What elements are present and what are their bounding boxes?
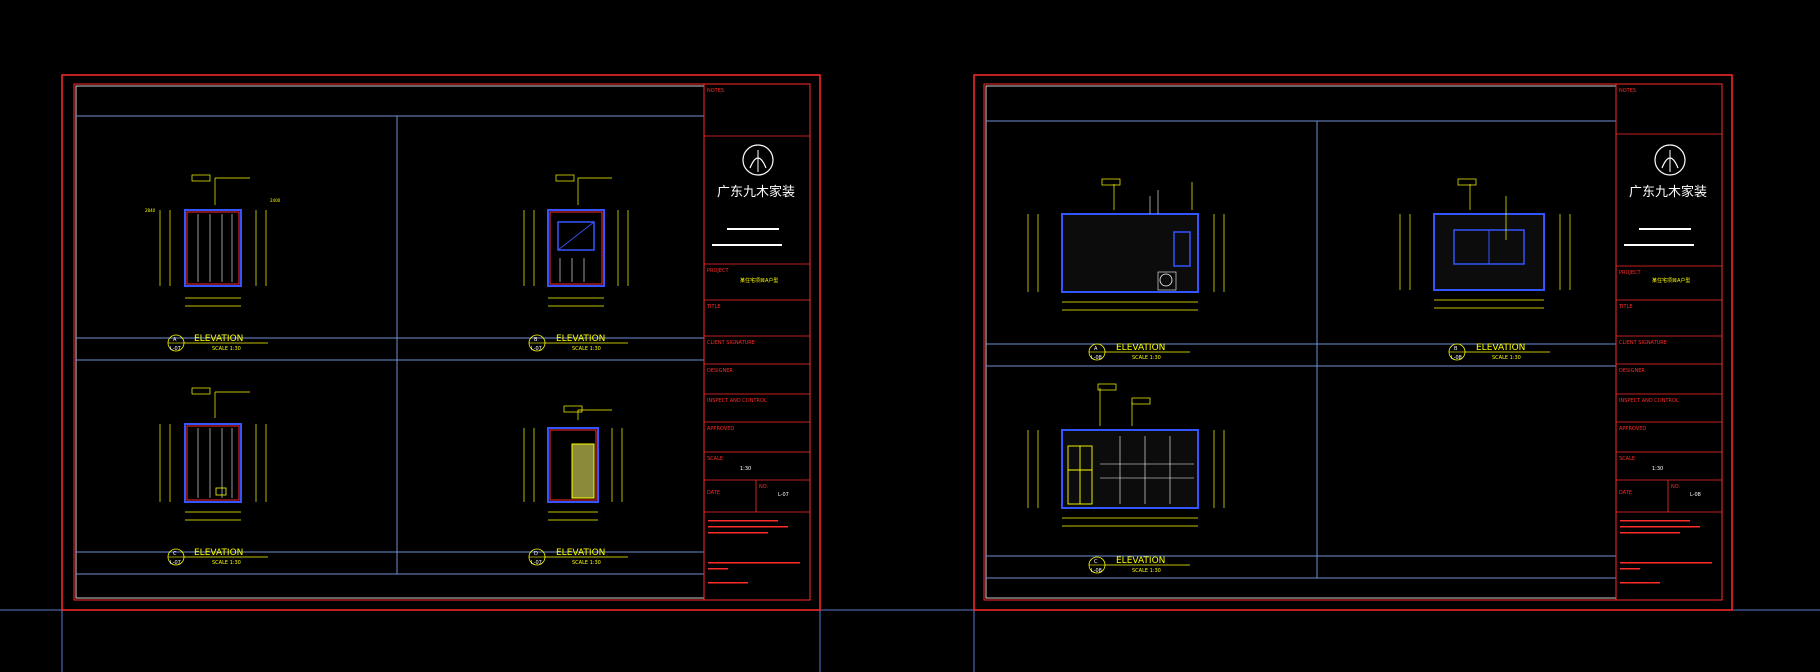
sheet-1-view-b (523, 174, 629, 307)
sheet-2: A L-08 ELEVATION SCALE 1:30 B L-08 ELEVA… (973, 74, 1733, 611)
sheet-2-designer-label: DESIGNER (1619, 368, 1645, 374)
sheet-2-view-a-letter: A (1094, 346, 1098, 352)
svg-text:2840: 2840 (145, 208, 156, 213)
sheet-2-view-b-letter: B (1454, 346, 1458, 352)
sheet-1-tag-c: C L-07 ELEVATION SCALE 1:30 (167, 548, 268, 566)
sheet-2-notes-label: NOTES (1619, 88, 1636, 94)
sheet-2-view-c-scale: SCALE 1:30 (1132, 568, 1161, 574)
sheet-1-tag-d: D L-07 ELEVATION SCALE 1:30 (528, 548, 628, 566)
sheet-1-approved-label: APPROVED (707, 426, 734, 432)
sheet-1-inner-frame (73, 83, 811, 601)
sheet-2-outer-frame (973, 74, 1733, 611)
sheet-1-sheet-no: L-07 (778, 492, 789, 498)
sheet-1-project-label: PROJECT (707, 268, 730, 274)
sheet-1-project-value: 某住宅项目A户型 (740, 277, 778, 284)
crosshair-lines (0, 609, 1820, 672)
sheet-2-view-c (1027, 383, 1225, 527)
sheet-1-view-a: 2840 2400 (145, 174, 281, 307)
svg-text:2400: 2400 (270, 198, 281, 203)
sheet-2-title-label: TITLE (1618, 304, 1633, 310)
sheet-2-project-label: PROJECT (1619, 270, 1642, 276)
sheet-2-view-b (1399, 178, 1571, 309)
sheet-1-date-label: DATE (707, 490, 720, 496)
sheet-2-sheet-no: L-08 (1690, 492, 1701, 498)
sheet-2-no-label: NO. (1671, 484, 1680, 490)
sheet-2-view-c-ref: L-08 (1091, 568, 1102, 574)
sheet-1-scale-label: SCALE (707, 456, 723, 462)
sheet-2-scale-label: SCALE (1619, 456, 1635, 462)
sheet-2-checked-label: INSPECT AND CONTROL (1619, 398, 1679, 404)
sheet-2-project-value: 某住宅项目A户型 (1652, 277, 1690, 284)
sheet-1-brand: 广东九木家装 (717, 184, 795, 200)
sheet-2-inner-frame (983, 83, 1723, 601)
sheet-1-scale-value: 1:30 (740, 466, 751, 472)
sheet-2-view-a-ref: L-08 (1091, 355, 1102, 361)
sheet-2-view-c-title: ELEVATION (1116, 556, 1165, 566)
sheet-1-view-b-title: ELEVATION (556, 334, 605, 344)
sheet-2-client-label: CLIENT SIGNATURE (1619, 340, 1667, 346)
sheet-2-view-b-scale: SCALE 1:30 (1492, 355, 1521, 361)
sheet-1-view-b-scale: SCALE 1:30 (572, 346, 601, 352)
sheet-1-view-d-title: ELEVATION (556, 548, 605, 558)
sheet-1-client-label: CLIENT SIGNATURE (707, 340, 755, 346)
sheet-1-view-a-scale: SCALE 1:30 (212, 346, 241, 352)
sheet-1-view-d-ref: L-07 (531, 560, 542, 566)
sheet-1-tag-a: A L-07 ELEVATION SCALE 1:30 (167, 334, 268, 352)
sheet-2-view-c-letter: C (1094, 559, 1098, 565)
sheet-2-view-a-title: ELEVATION (1116, 343, 1165, 353)
sheet-1-view-c (159, 387, 267, 521)
sheet-2-view-b-title: ELEVATION (1476, 343, 1525, 353)
sheet-1-view-a-letter: A (173, 337, 177, 343)
sheet-1-title-label: TITLE (706, 304, 721, 310)
sheet-2-logo (1654, 144, 1686, 176)
sheet-1-checked-label: INSPECT AND CONTROL (707, 398, 767, 404)
sheet-1-view-d-letter: D (534, 551, 538, 557)
sheet-1-view-c-title: ELEVATION (194, 548, 243, 558)
sheet-1-logo (742, 144, 774, 176)
sheet-1-view-b-ref: L-07 (531, 346, 542, 352)
sheet-2-tag-c: C L-08 ELEVATION SCALE 1:30 (1088, 556, 1190, 574)
sheet-1-view-c-scale: SCALE 1:30 (212, 560, 241, 566)
sheet-1: 2840 2400 A L-07 ELEVATION SCALE 1:30 B (61, 74, 821, 611)
sheet-1-view-c-letter: C (173, 551, 177, 557)
sheet-2-tag-b: B L-08 ELEVATION SCALE 1:30 (1448, 343, 1550, 361)
sheet-2-title-block: NOTES 广东九木家装 PROJECT 某住宅项目A户型 TITLE CLIE… (1615, 83, 1723, 601)
sheet-1-designer-label: DESIGNER (707, 368, 733, 374)
sheet-2-date-label: DATE (1619, 490, 1632, 496)
sheet-1-view-a-ref: L-07 (170, 346, 181, 352)
sheet-2-view-a-scale: SCALE 1:30 (1132, 355, 1161, 361)
sheet-1-view-a-title: ELEVATION (194, 334, 243, 344)
sheet-2-view-b-ref: L-08 (1451, 355, 1462, 361)
sheet-2-tag-a: A L-08 ELEVATION SCALE 1:30 (1088, 343, 1190, 361)
sheet-2-approved-label: APPROVED (1619, 426, 1646, 432)
sheet-1-no-label: NO. (759, 484, 768, 490)
sheet-1-notes-label: NOTES (707, 88, 724, 94)
sheet-1-outer-frame (61, 74, 821, 611)
sheet-1-title-block: NOTES 广东九木家装 PROJECT 某住宅项目A户型 TITLE CLIE… (703, 83, 811, 601)
sheet-1-view-b-letter: B (534, 337, 538, 343)
sheet-2-scale-value: 1:30 (1652, 466, 1663, 472)
sheet-1-view-d (523, 405, 623, 521)
sheet-1-view-c-ref: L-07 (170, 560, 181, 566)
sheet-1-tag-b: B L-07 ELEVATION SCALE 1:30 (528, 334, 628, 352)
sheet-1-view-d-scale: SCALE 1:30 (572, 560, 601, 566)
sheet-2-brand: 广东九木家装 (1629, 184, 1707, 200)
sheet-2-view-a (1027, 178, 1225, 311)
